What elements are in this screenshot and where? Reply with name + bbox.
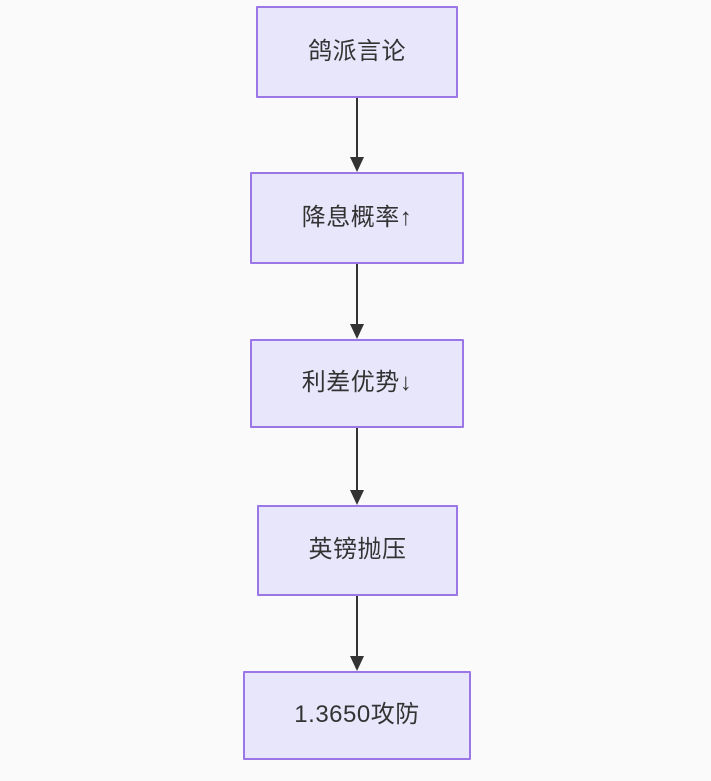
- edge-n2-n3: [350, 428, 364, 505]
- flowchart-node-gbp-selling-pressure[interactable]: 英镑抛压: [257, 505, 458, 596]
- flowchart-node-dovish-remarks[interactable]: 鸽派言论: [256, 6, 458, 98]
- edge-n3-n4: [350, 596, 364, 671]
- node-label: 利差优势↓: [301, 369, 413, 397]
- node-label: 1.3650攻防: [294, 701, 420, 729]
- flowchart-node-rate-cut-probability[interactable]: 降息概率↑: [250, 172, 464, 264]
- flowchart-node-interest-rate-differential[interactable]: 利差优势↓: [250, 339, 464, 428]
- node-label: 降息概率↑: [301, 203, 413, 231]
- edge-n0-n1: [350, 98, 364, 172]
- node-label: 英镑抛压: [308, 536, 407, 564]
- flowchart-node-level-battle[interactable]: 1.3650攻防: [243, 671, 471, 760]
- node-label: 鸽派言论: [308, 37, 406, 65]
- edge-n1-n2: [350, 264, 364, 339]
